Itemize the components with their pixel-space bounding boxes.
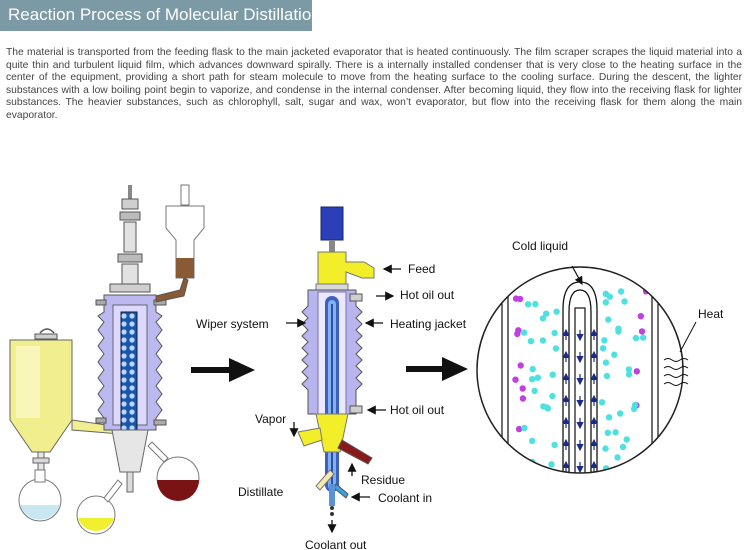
particle-dot (599, 345, 607, 352)
particle-dot (637, 313, 644, 320)
particle-dot (602, 359, 610, 366)
particle-dot (524, 301, 532, 308)
particle-dot (611, 351, 618, 358)
label-hot-oil-out-lower: Hot oil out (390, 403, 445, 417)
particle-dot (601, 337, 608, 344)
particle-dot (632, 334, 640, 342)
particle-dot (552, 345, 560, 352)
particle-dot (598, 399, 606, 406)
particle-dot (603, 372, 611, 380)
particle-dot (621, 298, 628, 305)
particle-dot (605, 414, 613, 421)
particle-dot (640, 334, 647, 341)
particle-dot (516, 464, 523, 471)
particle-dot (512, 295, 520, 302)
particle-dot (549, 392, 556, 400)
label-heat: Heat (698, 307, 724, 321)
particle-dot (520, 329, 528, 336)
particle-dot (616, 410, 624, 417)
particle-dot (549, 371, 556, 378)
particle-dot (638, 328, 646, 335)
page-title: Reaction Process of Molecular Distillati… (8, 5, 326, 24)
main-evaporator (95, 294, 167, 493)
particle-dot (612, 429, 619, 436)
label-distillate: Distillate (238, 485, 284, 499)
particle-dot (531, 387, 538, 395)
particle-dot (512, 376, 519, 383)
particle-dot (625, 371, 633, 378)
particle-dot (617, 288, 625, 295)
particle-dot (519, 385, 526, 392)
left-apparatus (9, 184, 205, 535)
particle-dot (543, 310, 550, 317)
particle-dot (615, 328, 622, 335)
particle-dot (631, 401, 639, 409)
left-flask-1 (18, 469, 62, 522)
particle-dot (602, 445, 609, 452)
particle-dot (548, 461, 555, 468)
particle-dot (633, 368, 640, 375)
description-text: The material is transported from the fee… (6, 47, 742, 121)
feed-funnel (9, 328, 121, 473)
particle-dot (551, 441, 558, 449)
particle-dot (517, 362, 524, 369)
label-feed: Feed (408, 262, 435, 276)
particle-dot (529, 376, 536, 383)
label-coolant-in: Coolant in (378, 491, 432, 505)
arrow-right-icon (191, 358, 255, 382)
particle-dot (553, 308, 560, 315)
particle-dot (551, 329, 558, 337)
heat-waves-icon (663, 321, 697, 386)
particle-dot (602, 290, 609, 297)
particle-dot (534, 374, 541, 381)
particle-dot (619, 443, 627, 451)
particle-dot (532, 300, 539, 308)
title-bar: Reaction Process of Molecular Distillati… (0, 0, 325, 31)
label-cold-liquid: Cold liquid (512, 239, 568, 253)
middle-schematic (297, 206, 375, 516)
particle-dot (623, 436, 630, 443)
label-vapor: Vapor (255, 412, 286, 426)
arrow-right-icon (406, 357, 468, 381)
particle-dot (602, 299, 609, 306)
particle-dot (625, 366, 633, 373)
stirrer-drive (109, 185, 151, 293)
flow-arrows (286, 264, 401, 534)
particle-dot (521, 424, 528, 432)
left-flask-2 (76, 479, 123, 535)
label-wiper-system: Wiper system (196, 317, 269, 331)
particle-dot (519, 395, 527, 402)
motor-icon (320, 206, 344, 241)
label-coolant-out: Coolant out (305, 538, 367, 550)
particle-dot (529, 365, 536, 373)
label-heating-jacket: Heating jacket (390, 317, 467, 331)
feed-reservoir (155, 184, 205, 303)
particle-dot (515, 425, 523, 433)
left-flask-3 (147, 441, 200, 501)
particle-dot (614, 454, 621, 461)
label-hot-oil-out: Hot oil out (400, 288, 455, 302)
particle-dot (539, 315, 547, 322)
particle-dot (605, 316, 612, 323)
particle-dot (540, 403, 547, 410)
particle-dot (529, 437, 536, 445)
particle-dot (539, 337, 547, 344)
particle-dot (604, 429, 611, 436)
particle-dot (515, 327, 522, 334)
particle-dot (527, 338, 535, 345)
label-residue: Residue (361, 473, 405, 487)
detail-magnifier (476, 265, 697, 474)
